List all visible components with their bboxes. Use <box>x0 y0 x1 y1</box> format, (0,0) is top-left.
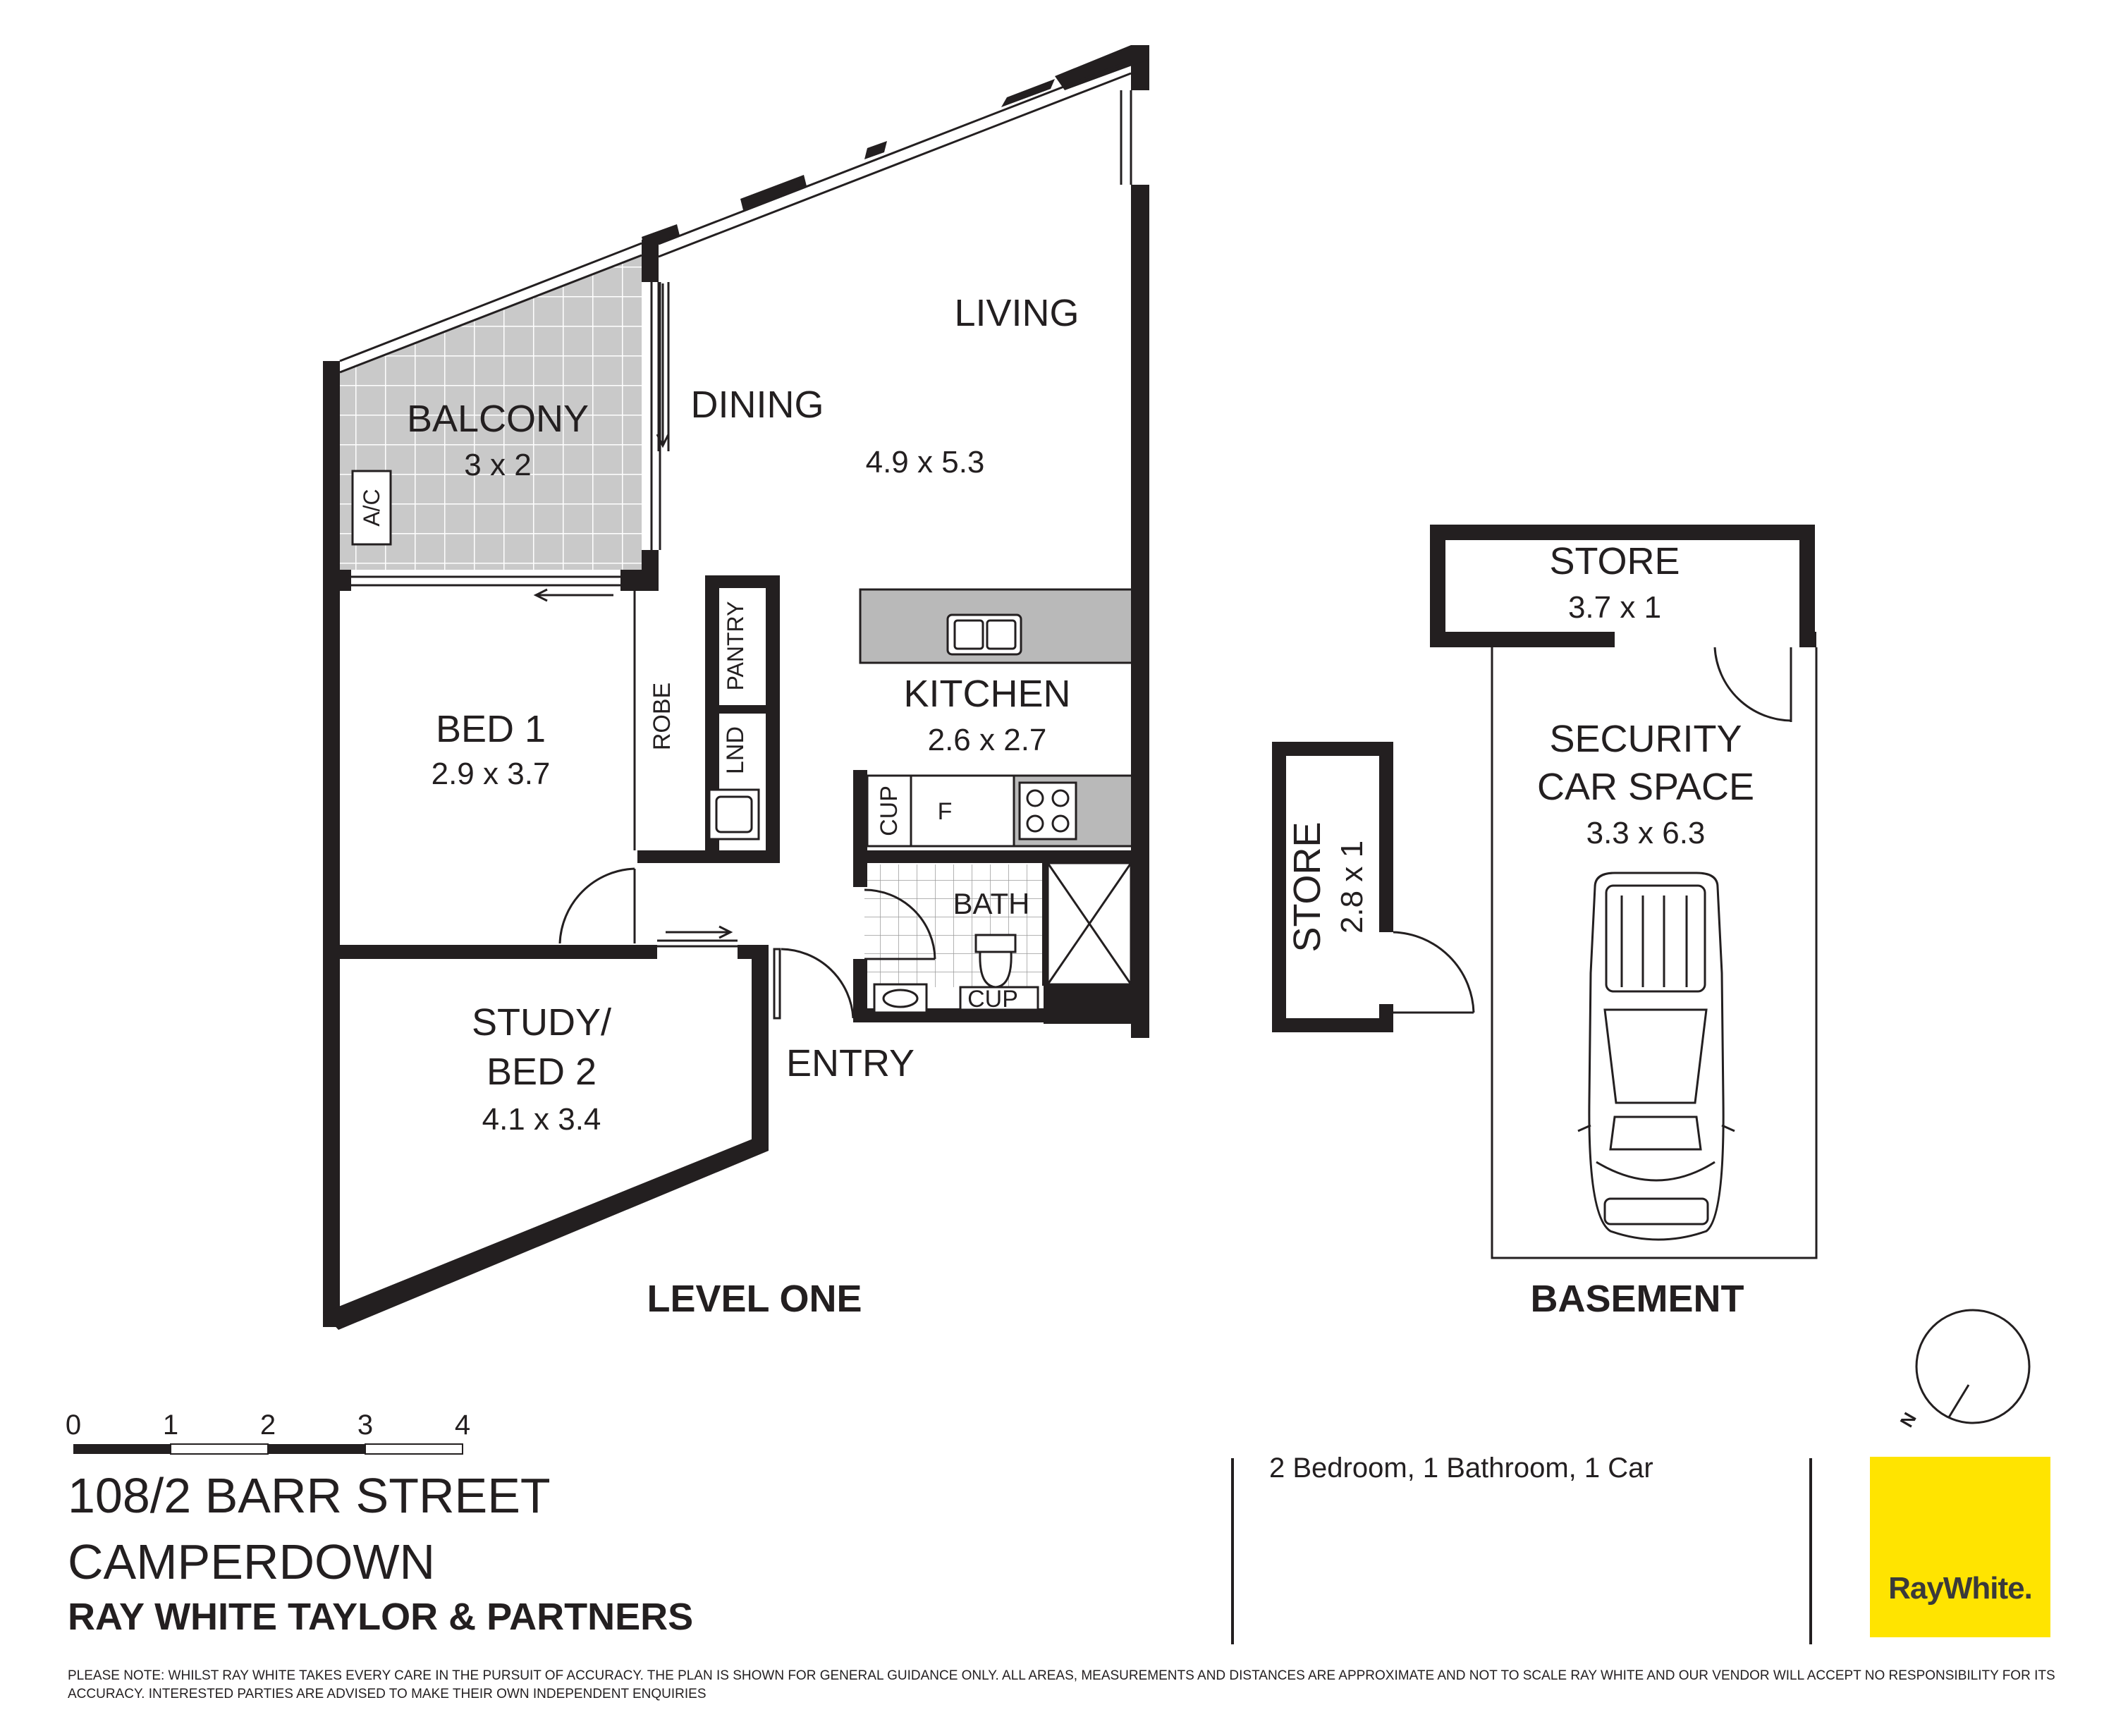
store-small-size: 2.8 x 1 <box>1335 841 1369 934</box>
basement-plan <box>1272 525 1816 1032</box>
entry-label: ENTRY <box>786 1042 915 1084</box>
scale-tick-2: 2 <box>260 1410 276 1441</box>
bath-label: BATH <box>953 887 1030 920</box>
disclaimer: PLEASE NOTE: WHILST RAY WHITE TAKES EVER… <box>68 1668 2055 1701</box>
living-label: LIVING <box>954 292 1079 334</box>
kitchen-label: KITCHEN <box>903 673 1070 715</box>
lnd-label: LND <box>722 726 749 774</box>
kitchen-size: 2.6 x 2.7 <box>928 723 1047 757</box>
ac-label: A/C <box>359 489 384 526</box>
property-summary: 2 Bedroom, 1 Bathroom, 1 Car <box>1269 1453 1653 1484</box>
balcony-size: 3 x 2 <box>464 448 531 482</box>
bath-floor <box>864 864 1052 987</box>
divider-right <box>1809 1458 1812 1644</box>
store-basement-label: STORE <box>1549 540 1680 582</box>
pantry-label: PANTRY <box>723 601 748 691</box>
store-small-label: STORE <box>1286 821 1328 952</box>
address-line1: 108/2 BARR STREET <box>68 1468 551 1523</box>
scale-tick-1: 1 <box>163 1410 178 1441</box>
balcony-floor <box>337 255 642 570</box>
balcony-label: BALCONY <box>407 398 589 440</box>
car-icon <box>1577 872 1735 1241</box>
scale-tick-3: 3 <box>357 1410 373 1441</box>
store-basement-size: 3.7 x 1 <box>1568 590 1661 625</box>
living-size: 4.9 x 5.3 <box>866 445 985 479</box>
ray-white-logo: RayWhite. <box>1870 1457 2050 1637</box>
car-space-label-line1: SECURITY <box>1549 718 1742 760</box>
scale-bar <box>73 1443 463 1455</box>
divider-left <box>1231 1458 1234 1644</box>
dining-label: DINING <box>691 384 824 426</box>
robe-label: ROBE <box>649 683 675 750</box>
study-label-line1: STUDY/ <box>472 1001 611 1044</box>
bath-cup-label: CUP <box>967 986 1018 1013</box>
basement-title: BASEMENT <box>1530 1278 1744 1320</box>
scale-tick-4: 4 <box>455 1410 470 1441</box>
car-space-label-line2: CAR SPACE <box>1537 766 1754 808</box>
level-one-plan <box>323 45 1149 1330</box>
study-label-line2: BED 2 <box>487 1051 597 1093</box>
kitchen-cup-label: CUP <box>876 786 903 836</box>
agency-name: RAY WHITE TAYLOR & PARTNERS <box>68 1596 694 1638</box>
bed1-size: 2.9 x 3.7 <box>432 757 551 791</box>
compass-icon <box>1915 1309 2031 1424</box>
scale-bar-ticks: 0 1 2 3 4 <box>66 1410 470 1441</box>
car-space-size: 3.3 x 6.3 <box>1586 816 1706 850</box>
logo-text: RayWhite. <box>1888 1571 2033 1606</box>
scale-tick-0: 0 <box>66 1410 81 1441</box>
compass-north-label: N <box>1896 1409 1921 1431</box>
fridge-label: F <box>938 798 953 825</box>
address-line2: CAMPERDOWN <box>68 1534 436 1589</box>
ac-unit <box>351 470 392 546</box>
study-size: 4.1 x 3.4 <box>482 1102 601 1137</box>
level-one-title: LEVEL ONE <box>647 1278 862 1320</box>
bed1-label: BED 1 <box>436 708 546 750</box>
